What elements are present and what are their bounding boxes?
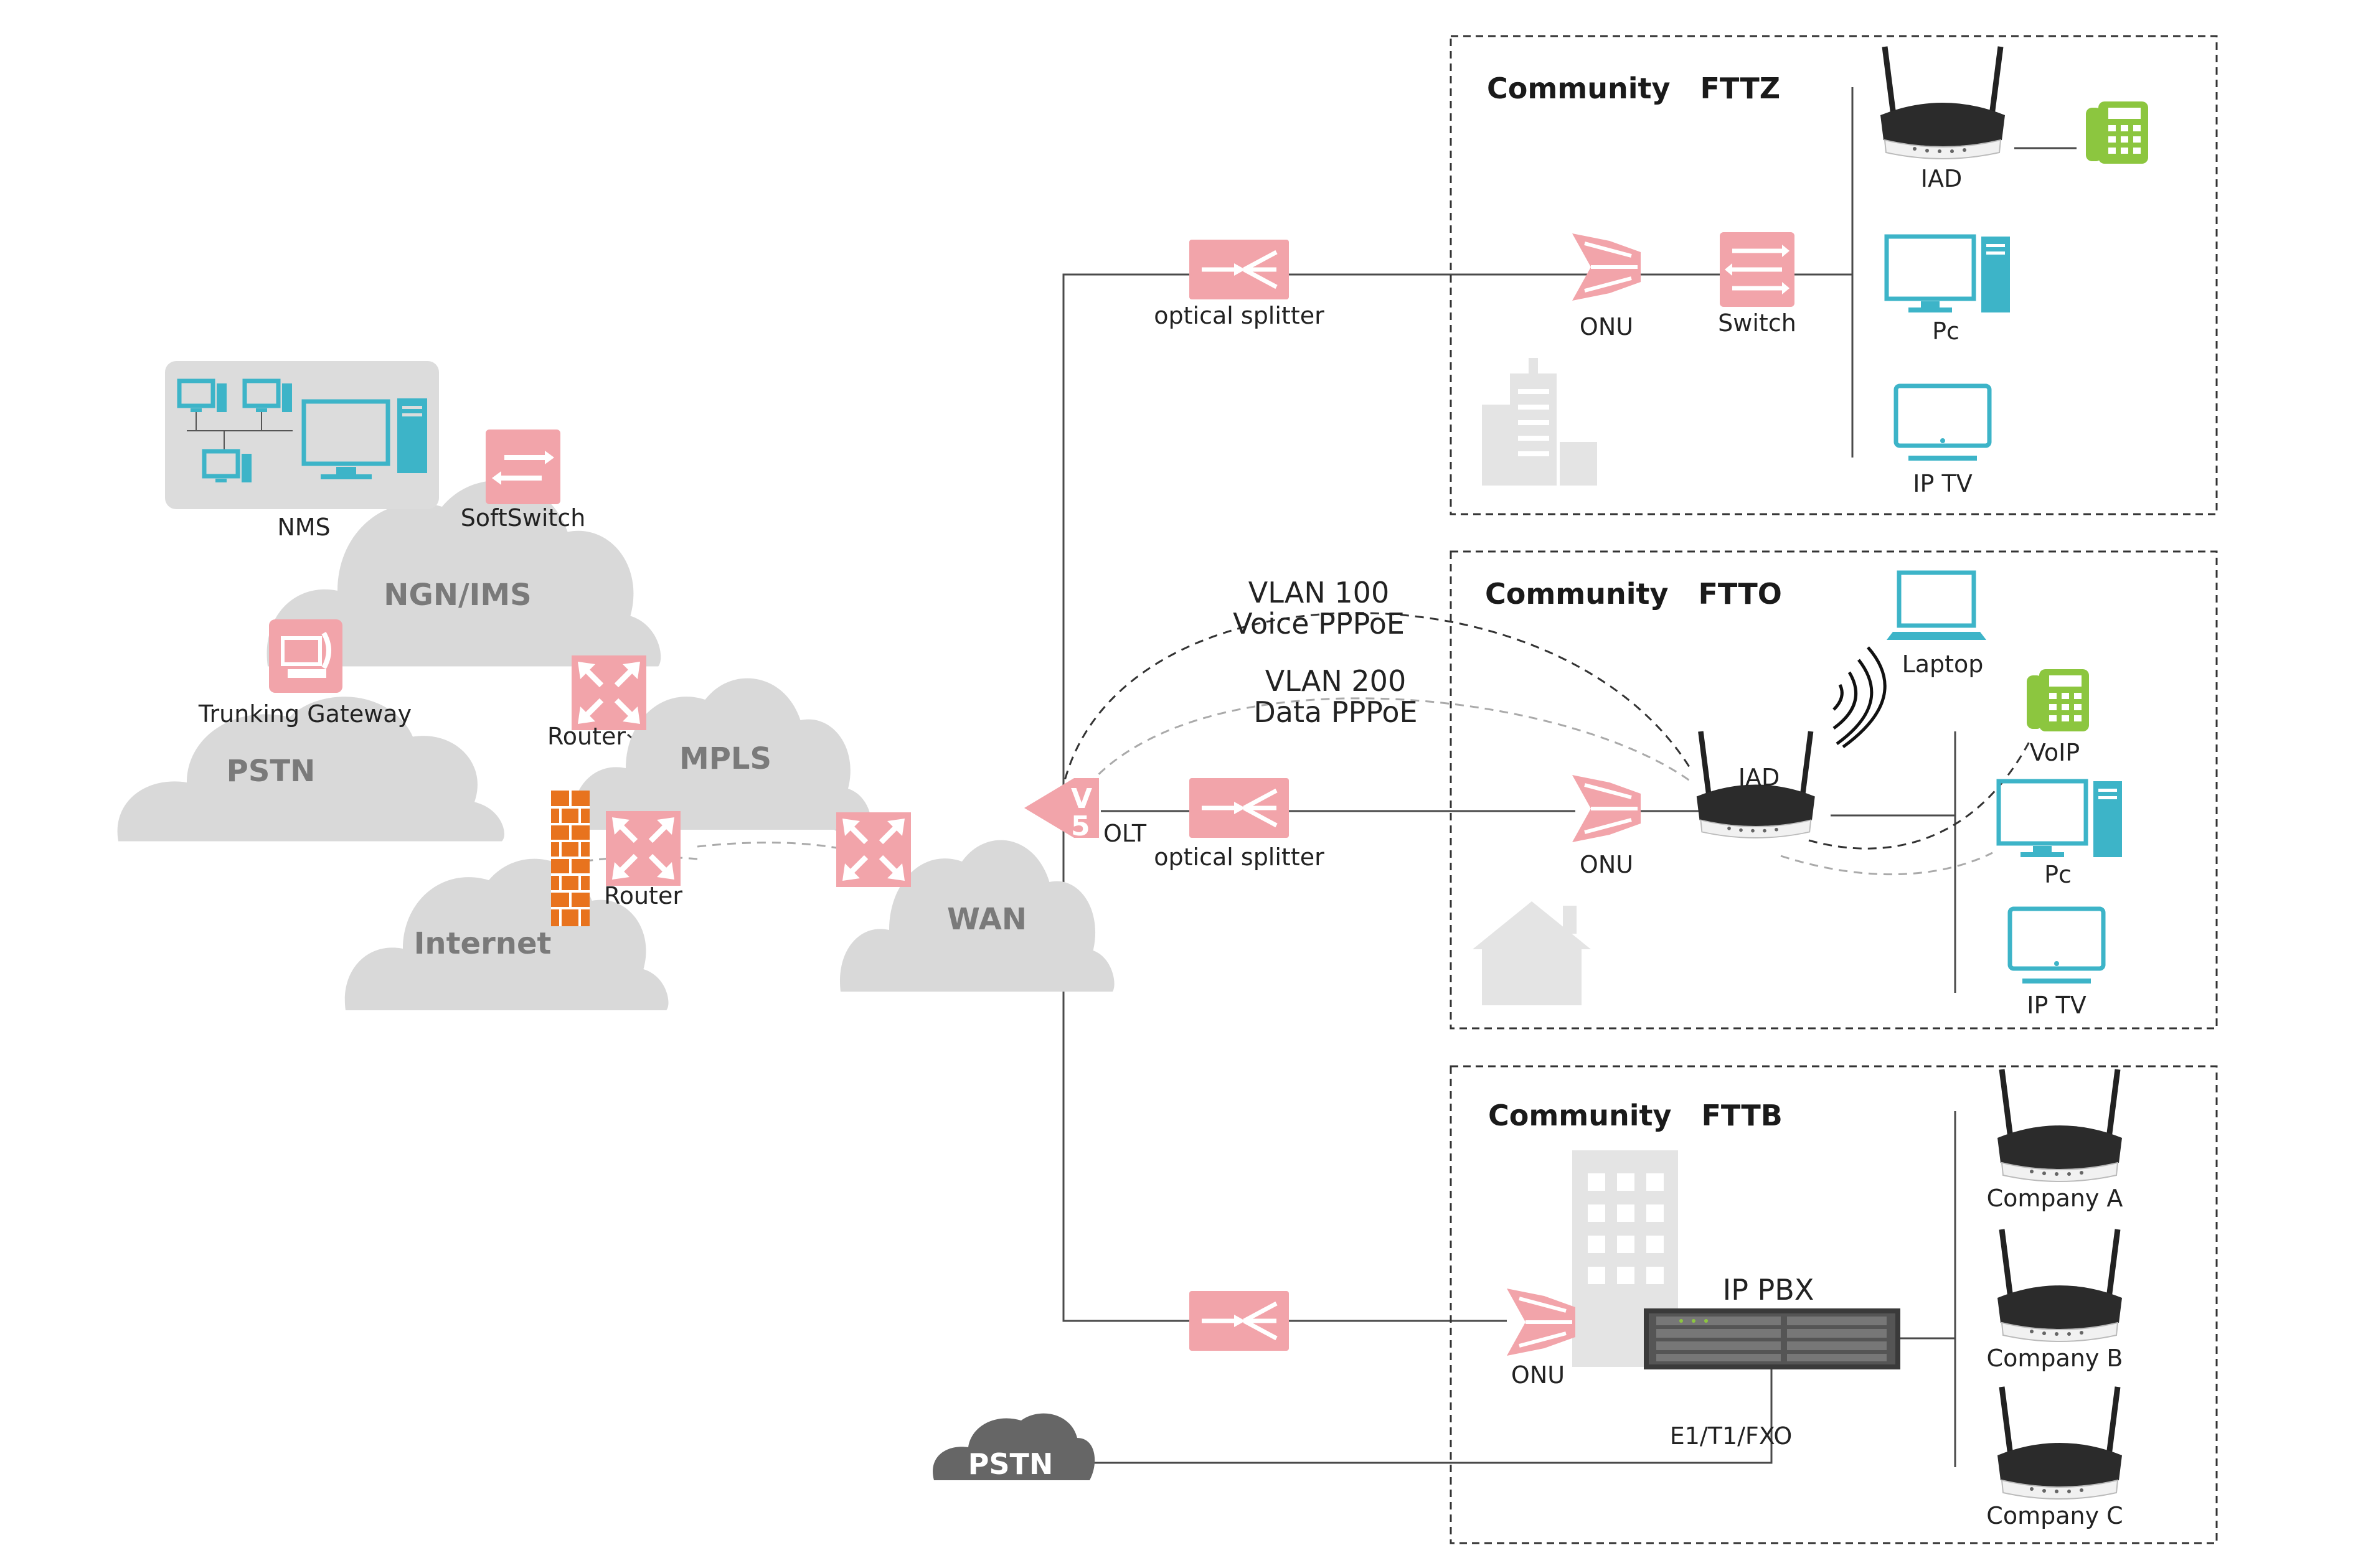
router-mpls-label: Router	[547, 723, 626, 750]
fttz-switch-label: Switch	[1718, 309, 1796, 337]
trunking-gateway-label: Trunking Gateway	[198, 700, 412, 728]
ftto-voip-label: VoIP	[2030, 739, 2080, 766]
cloud-ngn-ims: NGN/IMS	[266, 480, 661, 667]
ftto-title: Community FTTO	[1485, 577, 1782, 611]
ip-pbx-chassis-icon	[1644, 1308, 1900, 1369]
cloud-mpls: MPLS	[572, 678, 872, 830]
cloud-pstn-bottom: PSTN	[933, 1413, 1095, 1481]
company-c-label: Company C	[1986, 1502, 2123, 1529]
cloud-internet: Internet	[344, 858, 669, 1010]
olt-label: OLT	[1103, 820, 1147, 847]
svg-text:NGN/IMS: NGN/IMS	[384, 578, 531, 613]
fttz-pc-label: Pc	[1932, 317, 1959, 345]
svg-text:PSTN: PSTN	[227, 754, 316, 789]
pc-icon	[1999, 781, 2122, 857]
svg-text:V: V	[1071, 783, 1092, 815]
pc-icon	[1887, 237, 2010, 312]
nms-panel	[165, 361, 439, 509]
company-a-label: Company A	[1987, 1185, 2123, 1212]
router-icon	[606, 811, 681, 886]
svg-text:PSTN: PSTN	[968, 1447, 1054, 1481]
company-router-icon	[1997, 1229, 2122, 1341]
ftto-onu-label: ONU	[1580, 851, 1633, 878]
iad-router-icon	[1880, 47, 2005, 159]
tv-icon	[2010, 909, 2103, 984]
voip-phone-icon	[2027, 669, 2089, 731]
onu-icon	[1572, 775, 1641, 842]
svg-text:Internet: Internet	[414, 926, 552, 961]
softswitch-icon	[486, 430, 560, 504]
voice-pppoe-label: Voice PPPoE	[1233, 607, 1405, 641]
optical-splitter-icon	[1189, 778, 1289, 838]
cloud-pstn-left: PSTN	[117, 697, 504, 842]
house-icon	[1473, 901, 1591, 1005]
tv-icon	[1896, 386, 1989, 461]
optical-splitter-icon	[1189, 1291, 1289, 1351]
olt-icon: V 5	[1024, 778, 1099, 842]
ftto-laptop-label: Laptop	[1902, 650, 1984, 678]
onu-icon	[1572, 233, 1641, 301]
community-fttb-box	[1450, 1065, 2218, 1544]
svg-text:MPLS: MPLS	[679, 741, 771, 776]
svg-text:WAN: WAN	[947, 902, 1027, 937]
softswitch-label: SoftSwitch	[461, 504, 586, 532]
fttz-iptv-label: IP TV	[1913, 470, 1972, 497]
monitor-icon	[301, 398, 427, 479]
data-pppoe-label: Data PPPoE	[1253, 695, 1417, 729]
wifi-signal-icon	[1832, 646, 1887, 749]
cloud-wan: WAN	[840, 840, 1115, 992]
router-internet-label: Router	[604, 882, 682, 909]
vlan100-label: VLAN 100	[1248, 576, 1389, 609]
optical-splitter-icon	[1189, 240, 1289, 299]
vlan200-label: VLAN 200	[1265, 664, 1406, 698]
firewall-icon	[551, 791, 590, 926]
building-icon	[1482, 358, 1597, 486]
company-b-label: Company B	[1987, 1345, 2123, 1372]
e1-t1-fxo-label: E1/T1/FXO	[1670, 1422, 1793, 1450]
fttb-title: Community FTTB	[1488, 1099, 1783, 1132]
laptop-icon	[1887, 570, 1986, 640]
onu-icon	[1507, 1289, 1575, 1356]
fttb-onu-label: ONU	[1511, 1361, 1565, 1389]
optical-splitter-label: optical splitter	[1154, 302, 1324, 329]
ftto-iad-label: IAD	[1738, 764, 1780, 791]
fttz-title: Community FTTZ	[1487, 72, 1780, 105]
router-icon	[836, 812, 911, 887]
switch-icon	[1720, 232, 1794, 307]
fttz-iad-label: IAD	[1921, 165, 1962, 192]
company-router-icon	[1997, 1069, 2122, 1181]
ippbx-label: IP PBX	[1723, 1273, 1814, 1307]
optical-splitter-label: optical splitter	[1154, 843, 1324, 871]
company-router-icon	[1997, 1387, 2122, 1499]
nms-label: NMS	[277, 514, 330, 541]
ftto-iptv-label: IP TV	[2027, 992, 2086, 1019]
fttz-onu-label: ONU	[1580, 313, 1633, 340]
svg-text:5: 5	[1071, 810, 1090, 842]
phone-icon	[2086, 101, 2148, 164]
trunking-gateway-icon	[269, 619, 342, 693]
router-icon	[572, 655, 646, 730]
ftto-pc-label: Pc	[2044, 861, 2072, 888]
community-fttz-box	[1450, 35, 2218, 515]
community-ftto-box	[1450, 550, 2218, 1030]
